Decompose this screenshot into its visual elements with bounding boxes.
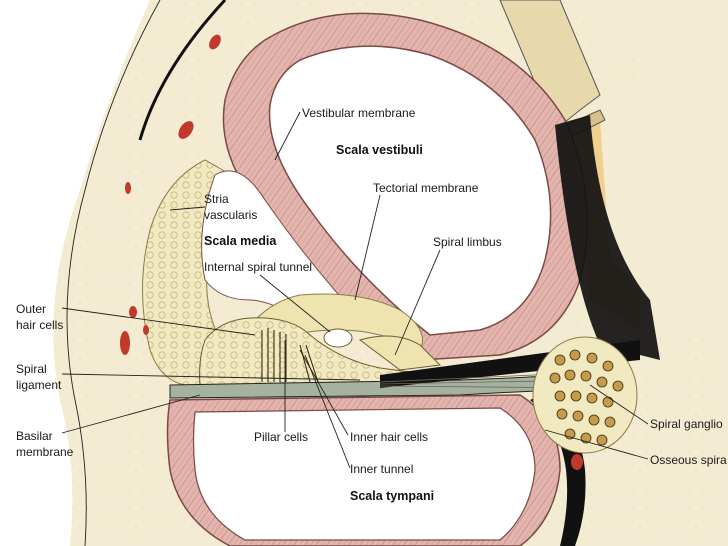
label-scala-media: Scala media (204, 234, 277, 248)
label-basilar-line2: membrane (16, 445, 74, 459)
label-inner-tunnel: Inner tunnel (350, 462, 413, 476)
label-stria-line2: vascularis (204, 208, 257, 222)
label-osseous-spiral: Osseous spira (650, 453, 727, 467)
label-inner-hair-cells: Inner hair cells (350, 430, 428, 444)
inner-spiral-tunnel (323, 328, 353, 348)
label-spiral-ligament-line1: Spiral (16, 362, 47, 376)
spiral-ganglion (532, 336, 638, 454)
label-stria-line1: Stria (204, 192, 229, 206)
outer-periosteum (66, 0, 161, 546)
label-spiral-ganglion: Spiral ganglio (650, 417, 723, 431)
label-scala-vestibuli: Scala vestibuli (336, 143, 423, 157)
blood-vessels (120, 34, 583, 470)
label-vestibular-membrane: Vestibular membrane (302, 106, 416, 120)
label-scala-tympani: Scala tympani (350, 489, 434, 503)
label-spiral-ligament-line2: ligament (16, 378, 62, 392)
scala-tympani-lumen (192, 407, 536, 541)
leader-lines (61, 111, 649, 469)
spiral-limbus (358, 335, 442, 371)
label-pillar-cells: Pillar cells (254, 430, 308, 444)
label-tectorial-membrane: Tectorial membrane (373, 181, 479, 195)
inner-periosteum (138, 0, 227, 141)
hair-cells (261, 328, 319, 383)
scala-vestibuli-lumen (268, 45, 552, 336)
label-basilar-line1: Basilar (16, 429, 53, 443)
label-outer-hair-line1: Outer (16, 302, 46, 316)
label-outer-hair-line2: hair cells (16, 318, 63, 332)
label-spiral-limbus: Spiral limbus (433, 235, 502, 249)
label-internal-spiral-tunnel: Internal spiral tunnel (204, 260, 312, 274)
right-periosteum (555, 115, 660, 360)
